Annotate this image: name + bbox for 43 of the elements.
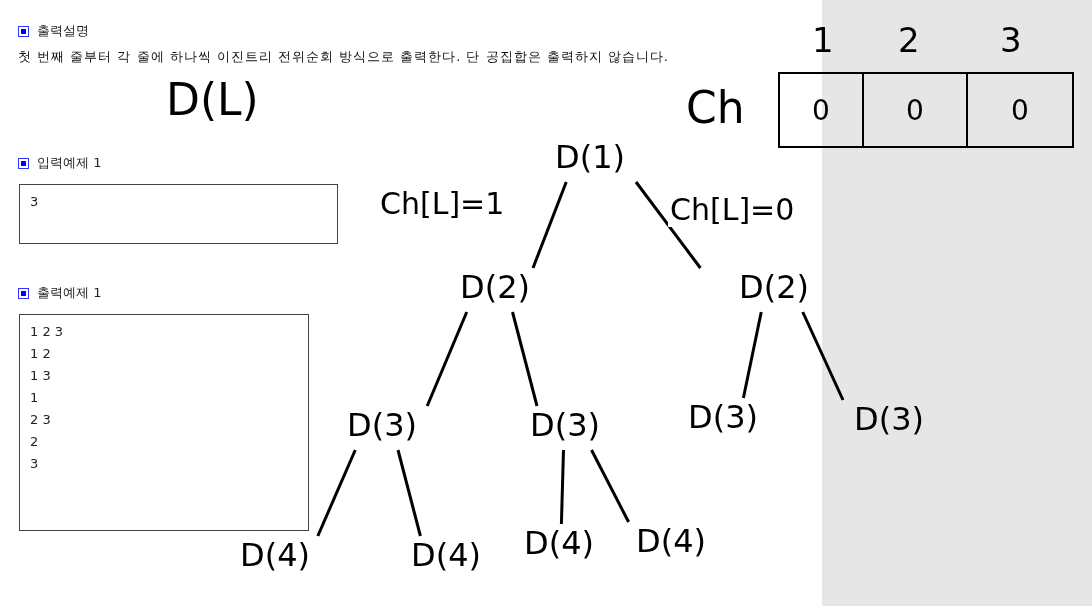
section-heading: 출력예제 1	[37, 284, 102, 302]
tree-branch-line	[531, 181, 568, 269]
example-text: 1	[30, 389, 40, 407]
section-heading: 입력예제 1	[37, 154, 102, 172]
example-text: 1 2	[30, 345, 52, 363]
input-example-box	[19, 184, 338, 244]
tree-branch-line	[559, 449, 565, 525]
example-text: 3	[30, 193, 40, 211]
section-heading: 출력설명	[37, 22, 89, 40]
tree-node-label: D(4)	[230, 536, 320, 580]
tree-node-label: D(3)	[330, 406, 434, 450]
tree-branch-line	[590, 449, 630, 523]
tree-branch-line	[511, 311, 539, 407]
tree-branch-line	[316, 449, 357, 537]
array-cell: 0	[966, 72, 1074, 148]
array-cell: 0	[778, 72, 864, 148]
tree-node-label: D(3)	[840, 400, 938, 444]
tree-node-label: D(4)	[396, 536, 496, 580]
tree-node-label: D(3)	[682, 398, 764, 442]
array-index: 3	[1000, 22, 1022, 60]
tree-branch-line	[634, 181, 702, 269]
tree-branch-line	[425, 311, 469, 407]
array-index: 1	[812, 22, 834, 60]
tree-node-label: D(4)	[632, 522, 710, 566]
tree-node-label: D(2)	[445, 268, 545, 312]
array-cell: 0	[862, 72, 968, 148]
tree-node-label: D(4)	[516, 524, 602, 568]
output-example-box	[19, 314, 309, 531]
example-text: 1 2 3	[30, 323, 65, 341]
tree-node-label: D(1)	[548, 138, 632, 182]
handwritten-label: D(L)	[166, 76, 259, 125]
handwritten-label: Ch	[686, 84, 745, 133]
tree-branch-line	[396, 449, 422, 537]
array-index: 2	[898, 22, 920, 60]
tree-branch-line	[741, 311, 763, 399]
example-text: 2	[30, 433, 40, 451]
description-text: 첫 번째 줄부터 각 줄에 하나씩 이진트리 전위순회 방식으로 출력한다. 단 공집합은 출력하지 않습니다.	[18, 48, 670, 66]
tree-branch-line	[801, 311, 845, 401]
example-text: 1 3	[30, 367, 52, 385]
example-text: 2 3	[30, 411, 52, 429]
tree-node-label: D(2)	[722, 268, 826, 312]
example-text: 3	[30, 455, 40, 473]
tree-node-label: D(3)	[522, 406, 608, 450]
